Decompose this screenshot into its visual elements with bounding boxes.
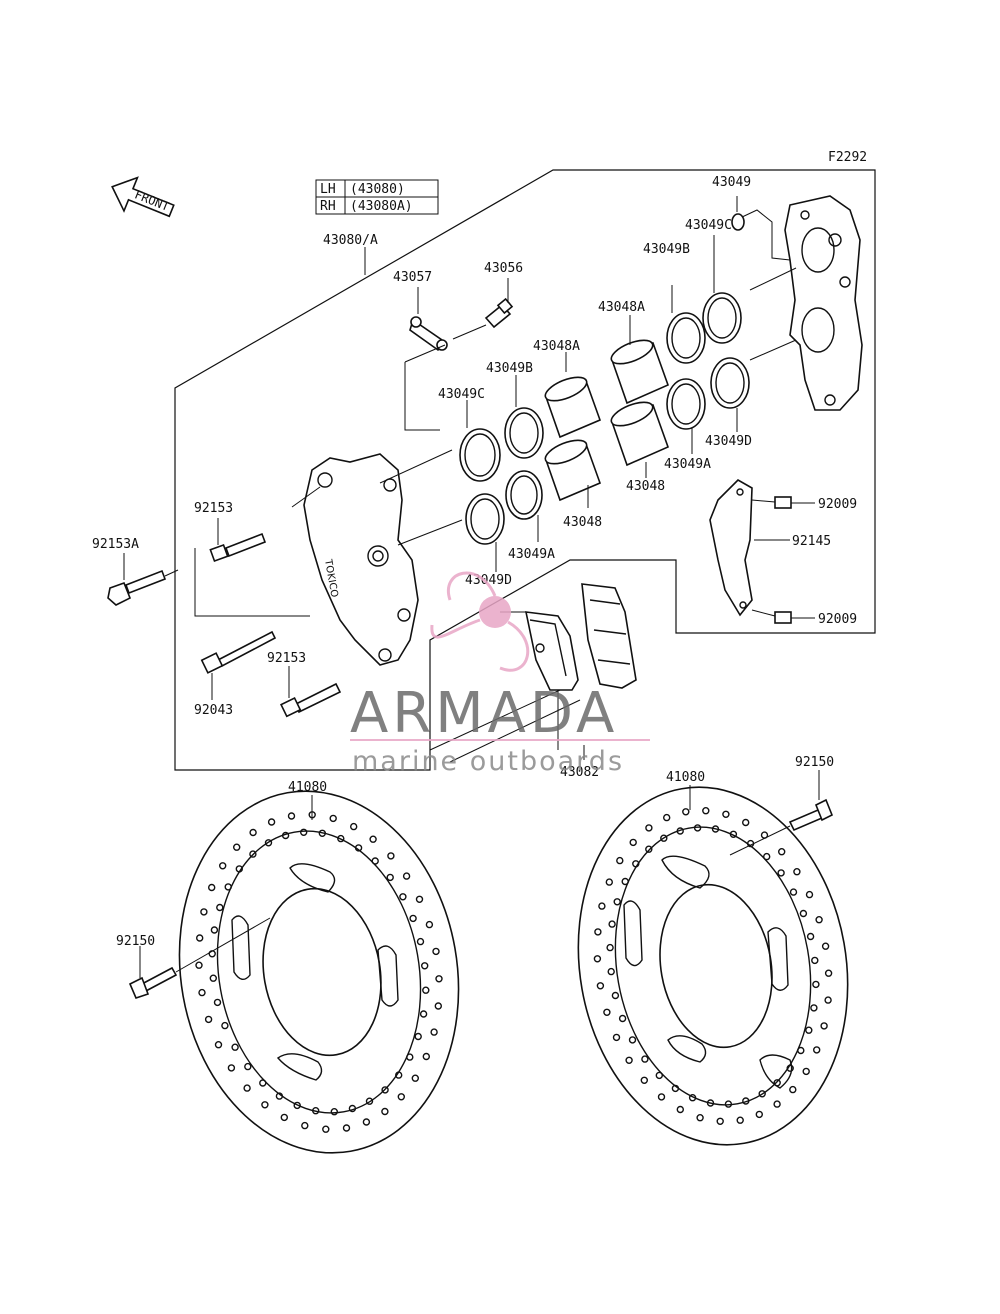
bolt-92150-right-icon xyxy=(788,798,834,832)
label-92009-top: 92009 xyxy=(818,497,857,512)
label-43048-left: 43048 xyxy=(563,515,602,530)
label-43080-a: 43080/A xyxy=(323,233,378,248)
label-43049d-right: 43049D xyxy=(705,434,752,449)
caliper-half-right xyxy=(784,195,863,411)
label-43057: 43057 xyxy=(393,270,432,285)
label-43049a-right: 43049A xyxy=(664,457,711,472)
label-43048a-left: 43048A xyxy=(533,339,580,354)
label-92153-bottom: 92153 xyxy=(267,651,306,666)
left-seals-pistons xyxy=(459,376,602,545)
label-43049a-left: 43049A xyxy=(508,547,555,562)
legend-side-lh: LH xyxy=(320,182,336,197)
label-43049b-right: 43049B xyxy=(643,242,690,257)
legend-side-rh: RH xyxy=(320,199,336,214)
label-92043: 92043 xyxy=(194,703,233,718)
propeller-logo-icon xyxy=(430,571,530,672)
label-92150-right: 92150 xyxy=(795,755,834,770)
watermark-tagline: marine outboards xyxy=(352,746,624,777)
label-92145: 92145 xyxy=(792,534,831,549)
label-41080-right: 41080 xyxy=(666,770,705,785)
brake-pads-43082-icon xyxy=(524,583,637,691)
label-43049: 43049 xyxy=(712,175,751,190)
side-legend-table: LH (43080) RH (43080A) xyxy=(315,179,439,215)
label-92153a: 92153A xyxy=(92,537,139,552)
pin-92043-icon xyxy=(200,630,277,674)
label-43056: 43056 xyxy=(484,261,523,276)
bolt-92153-top-icon xyxy=(209,532,267,563)
figure-code: F2292 xyxy=(828,150,867,165)
legend-part-rh: (43080A) xyxy=(350,199,413,214)
right-seals-pistons xyxy=(610,292,750,467)
caliper-half-left: TOKICO xyxy=(303,453,419,666)
legend-part-lh: (43080) xyxy=(350,182,405,197)
label-43048-right: 43048 xyxy=(626,479,665,494)
label-43048a-right: 43048A xyxy=(598,300,645,315)
label-41080-left: 41080 xyxy=(288,780,327,795)
pin-43057-icon xyxy=(409,316,448,351)
front-arrow-icon: FRONT xyxy=(111,176,175,218)
label-43082: 43082 xyxy=(560,765,599,780)
label-43049b-left: 43049B xyxy=(486,361,533,376)
screw-92009-top-icon xyxy=(774,496,792,509)
caliper-assembly-outline xyxy=(174,169,876,771)
brake-disc-left-icon xyxy=(178,790,460,1154)
label-43049c-left: 43049C xyxy=(438,387,485,402)
bleeder-43056-icon xyxy=(484,297,514,329)
watermark-brand: ARMADA xyxy=(350,681,618,746)
bolt-92153-bottom-icon xyxy=(280,682,342,718)
bracket-92145-icon xyxy=(709,479,753,617)
seal-43049-icon xyxy=(731,213,745,231)
label-92009-bottom: 92009 xyxy=(818,612,857,627)
label-92153-top: 92153 xyxy=(194,501,233,516)
screw-92009-bottom-icon xyxy=(774,611,792,624)
armada-watermark: ARMADA marine outboards xyxy=(350,571,650,777)
label-43049c-right: 43049C xyxy=(685,218,732,233)
brake-disc-right-icon xyxy=(577,786,849,1146)
bolt-92150-left-icon xyxy=(128,966,178,999)
bolt-92153a-icon xyxy=(107,569,167,606)
label-92150-left: 92150 xyxy=(116,934,155,949)
